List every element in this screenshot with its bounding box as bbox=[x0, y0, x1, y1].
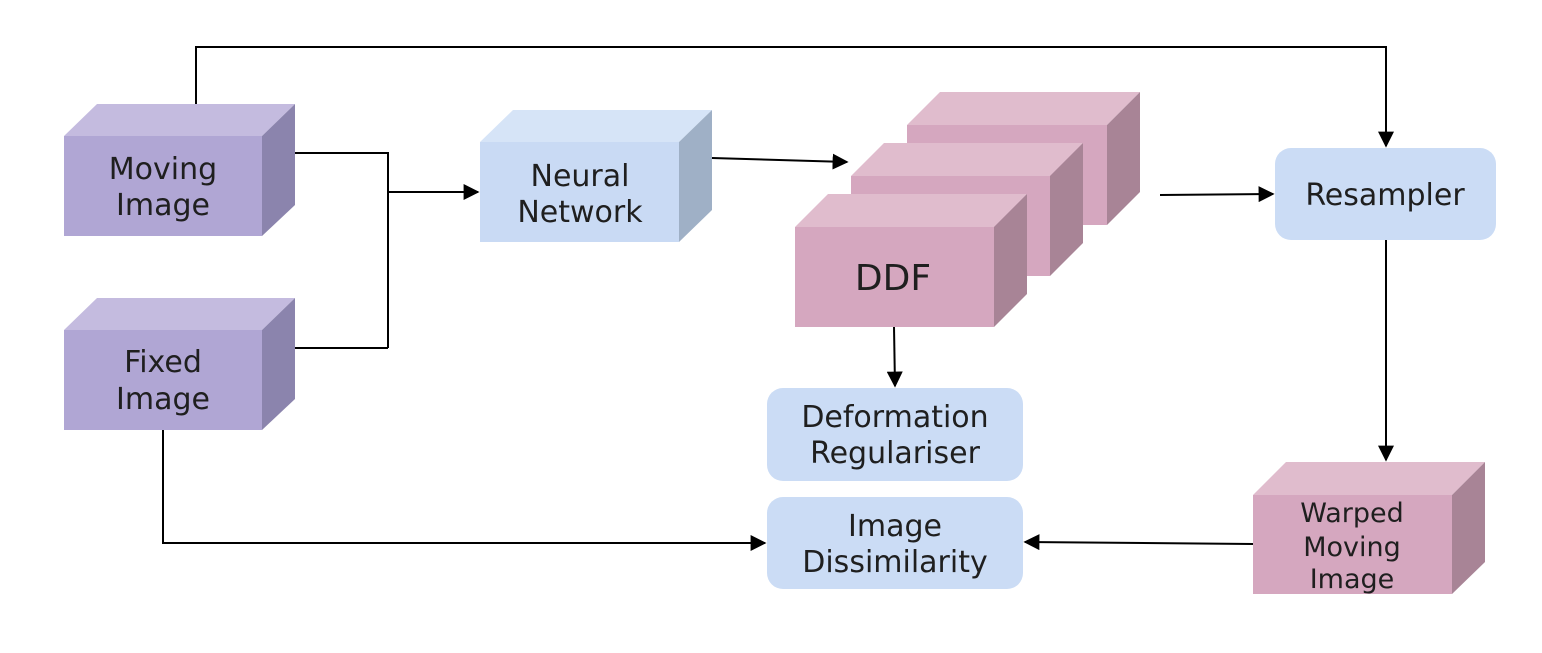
ddf-front-front-face bbox=[795, 227, 994, 327]
moving-image-label-line2: Image bbox=[116, 188, 210, 223]
connector-neural-network-to-ddf bbox=[711, 153, 849, 170]
neural-network-side-face bbox=[679, 110, 712, 242]
ddf-middle-side-face bbox=[1050, 143, 1083, 276]
moving-image-block: Moving Image bbox=[64, 104, 295, 236]
image-dissimilarity-block: Image Dissimilarity bbox=[767, 497, 1023, 589]
connector-warped-to-dissimilarity bbox=[1023, 534, 1254, 551]
ddf-front-side-face bbox=[994, 194, 1027, 327]
warped-moving-image-label-line1: Warped bbox=[1300, 498, 1404, 529]
ddf-front-top-face bbox=[795, 194, 1027, 227]
connector-ddf-to-resampler bbox=[1159, 186, 1275, 203]
fixed-image-top-face bbox=[64, 298, 295, 330]
moving-image-label-line1: Moving bbox=[109, 152, 217, 187]
deformation-regulariser-label-line1: Deformation bbox=[801, 400, 988, 435]
ddf-cube-front: DDF bbox=[795, 194, 1027, 327]
image-dissimilarity-label-line1: Image bbox=[848, 509, 942, 544]
deformation-regulariser-label-line2: Regulariser bbox=[810, 436, 980, 471]
neural-network-block: Neural Network bbox=[480, 110, 712, 242]
neural-network-label-line2: Network bbox=[517, 195, 643, 230]
ddf-back-side-face bbox=[1107, 92, 1140, 225]
resampler-box bbox=[1275, 148, 1496, 240]
ddf-middle-top-face bbox=[851, 143, 1083, 176]
deformation-regulariser-box bbox=[767, 388, 1023, 481]
warped-moving-image-top-face bbox=[1253, 462, 1485, 495]
warped-moving-image-side-face bbox=[1452, 462, 1485, 594]
fixed-image-front-face bbox=[64, 330, 262, 430]
warped-moving-image-label-line2: Moving bbox=[1303, 532, 1401, 563]
neural-network-front-face bbox=[480, 142, 679, 242]
connector-moving-to-resampler bbox=[195, 46, 1394, 148]
image-dissimilarity-box bbox=[767, 497, 1023, 589]
connector-ddf-to-regulariser bbox=[886, 326, 903, 388]
warped-moving-image-block: Warped Moving Image bbox=[1253, 462, 1485, 595]
ddf-stack: DDF bbox=[795, 92, 1140, 327]
neural-network-top-face bbox=[480, 110, 712, 142]
fixed-image-side-face bbox=[262, 298, 295, 430]
fixed-image-label-line2: Image bbox=[116, 382, 210, 417]
neural-network-label-line1: Neural bbox=[531, 159, 630, 194]
fixed-image-label-line1: Fixed bbox=[124, 345, 202, 380]
connector-moving-to-merge bbox=[295, 152, 389, 348]
resampler-block: Resampler bbox=[1275, 148, 1496, 240]
ddf-back-top-face bbox=[907, 92, 1140, 125]
fixed-image-block: Fixed Image bbox=[64, 298, 295, 430]
warped-moving-image-front-face bbox=[1253, 495, 1452, 594]
connector-fixed-to-dissimilarity bbox=[162, 430, 767, 551]
deformation-regulariser-block: Deformation Regulariser bbox=[767, 388, 1023, 481]
moving-image-side-face bbox=[262, 104, 295, 236]
moving-image-top-face bbox=[64, 104, 295, 136]
moving-image-front-face bbox=[64, 136, 262, 236]
resampler-label: Resampler bbox=[1305, 178, 1465, 213]
ddf-label: DDF bbox=[855, 258, 931, 299]
warped-moving-image-label-line3: Image bbox=[1310, 564, 1395, 595]
image-dissimilarity-label-line2: Dissimilarity bbox=[802, 545, 988, 580]
